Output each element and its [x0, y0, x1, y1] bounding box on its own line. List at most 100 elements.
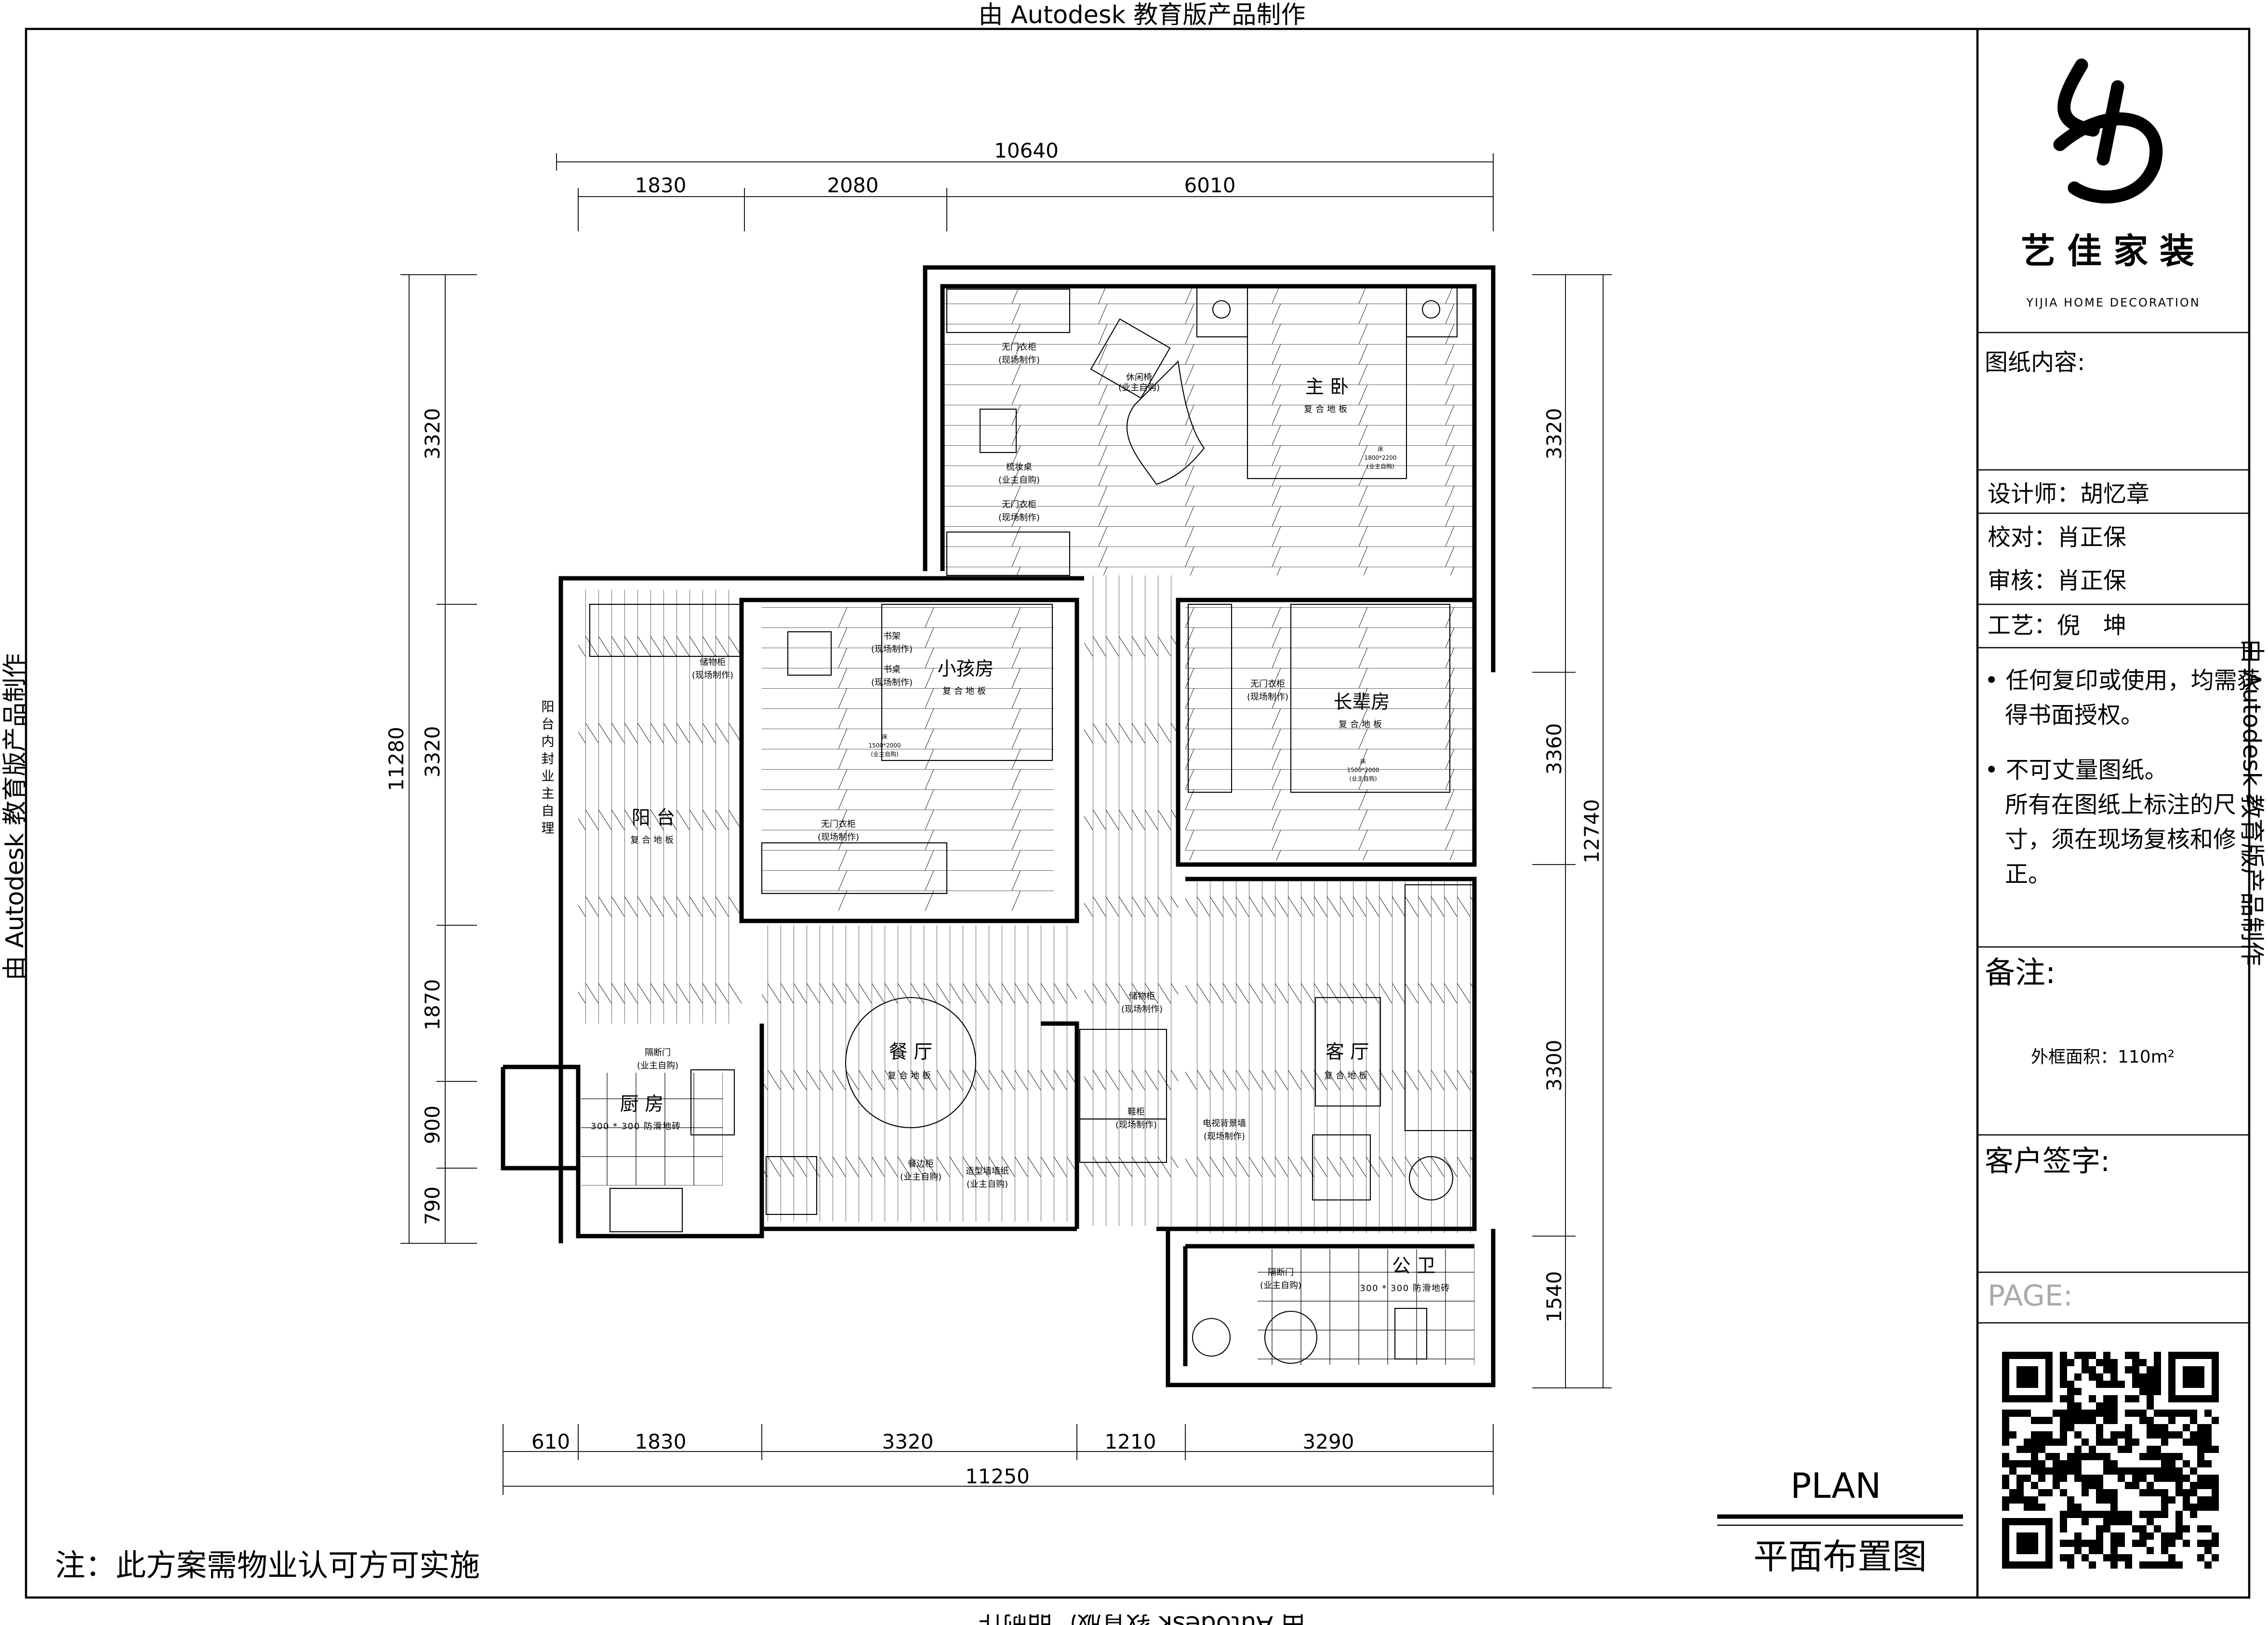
qr-module: [2212, 1475, 2219, 1482]
qr-module: [2161, 1561, 2168, 1569]
qr-module: [2204, 1496, 2212, 1504]
qr-module: [2002, 1424, 2009, 1431]
dimension-left: 11280 3320 3320 1870 900 790: [385, 274, 477, 1244]
qr-module: [2103, 1489, 2110, 1496]
shoe-cabinet: [1079, 1118, 1167, 1163]
wardrobe-master-bottom: [946, 531, 1071, 576]
qr-module: [2060, 1381, 2067, 1388]
qr-module: [2204, 1460, 2212, 1467]
notice-line: • 不可丈量图纸。: [1985, 757, 2168, 784]
qr-module: [2161, 1540, 2168, 1547]
washing-machine: [1264, 1310, 1318, 1364]
qr-module: [2197, 1424, 2204, 1431]
qr-module: [2038, 1475, 2045, 1482]
qr-module: [2190, 1467, 2197, 1475]
qr-module: [2060, 1417, 2067, 1424]
qr-module: [2045, 1431, 2053, 1439]
qr-module: [2125, 1561, 2132, 1569]
note: 书桌: [883, 665, 901, 675]
qr-module: [2161, 1547, 2168, 1554]
floor-hatching: [578, 286, 1474, 1365]
notice-line: 正。: [2005, 861, 2051, 888]
qr-module: [2103, 1410, 2110, 1417]
qr-module: [2103, 1381, 2110, 1388]
qr-module: [2161, 1410, 2168, 1417]
qr-module: [2154, 1561, 2161, 1569]
qr-module: [2168, 1453, 2175, 1460]
qr-module: [2045, 1417, 2053, 1424]
dim-top-3: 6010: [1184, 173, 1236, 197]
qr-module: [2060, 1366, 2067, 1373]
room-living: 客 厅: [1326, 1041, 1369, 1063]
qr-module: [2190, 1482, 2197, 1489]
qr-module: [2074, 1402, 2082, 1410]
qr-module: [2045, 1467, 2053, 1475]
qr-module: [2175, 1525, 2183, 1532]
client-signature-label: 客户签字:: [1985, 1145, 2110, 1178]
note: 鞋柜: [1127, 1107, 1145, 1117]
qr-module: [2103, 1496, 2110, 1504]
qr-module: [2197, 1446, 2204, 1453]
note: (现场制作): [818, 832, 859, 842]
qr-module: [2204, 1540, 2212, 1547]
qr-module: [2096, 1359, 2103, 1366]
qr-module: [2175, 1518, 2183, 1525]
qr-module: [2110, 1496, 2118, 1504]
dim-left-1: 3320: [421, 408, 444, 460]
qr-module: [2175, 1511, 2183, 1518]
qr-module: [2016, 1460, 2024, 1467]
qr-module: [2096, 1511, 2103, 1518]
qr-module: [2154, 1381, 2161, 1388]
note: (现场制作): [1115, 1120, 1157, 1130]
note: 电视背景墙: [1203, 1119, 1246, 1129]
qr-module: [2132, 1482, 2139, 1489]
qr-module: [2204, 1547, 2212, 1554]
qr-module: [2212, 1532, 2219, 1540]
qr-module: [2082, 1453, 2089, 1460]
note: (现场制作): [1121, 1004, 1163, 1014]
qr-module: [2074, 1352, 2082, 1359]
qr-module: [2212, 1446, 2219, 1453]
qr-module: [2082, 1417, 2089, 1424]
qr-module: [2125, 1511, 2132, 1518]
qr-module: [2118, 1532, 2125, 1540]
qr-module: [2168, 1532, 2175, 1540]
qr-module: [2002, 1417, 2009, 1424]
qr-module: [2060, 1431, 2067, 1439]
qr-module: [2074, 1417, 2082, 1424]
room-dining: 餐 厅: [889, 1041, 932, 1063]
qr-module: [2175, 1475, 2183, 1482]
dim-top-2: 2080: [827, 173, 879, 197]
qr-module: [2147, 1417, 2154, 1424]
brand-name-en: YIJIA HOME DECORATION: [2026, 296, 2201, 309]
dim-top-total: 10640: [994, 139, 1059, 162]
qr-module: [2060, 1511, 2067, 1518]
dim-left-5: 790: [421, 1186, 444, 1225]
qr-module: [2089, 1373, 2096, 1381]
qr-module: [2009, 1460, 2016, 1467]
kids-bed: [881, 603, 1053, 761]
qr-module: [2103, 1439, 2110, 1446]
note: 床: [1360, 758, 1366, 765]
dim-bottom-5: 3290: [1303, 1430, 1354, 1453]
notice-line: • 任何复印或使用，均需获: [1985, 667, 2260, 694]
qr-module: [2074, 1388, 2082, 1395]
qr-module: [2067, 1561, 2074, 1569]
qr-module: [2118, 1540, 2125, 1547]
qr-module: [2147, 1561, 2154, 1569]
qr-module: [2147, 1467, 2154, 1475]
qr-module: [2118, 1475, 2125, 1482]
qr-module: [2067, 1395, 2074, 1402]
qr-module: [2110, 1402, 2118, 1410]
qr-module: [2161, 1453, 2168, 1460]
qr-module: [2089, 1410, 2096, 1417]
qr-module: [2147, 1402, 2154, 1410]
qr-module: [2103, 1366, 2110, 1373]
dim-bottom-2: 1830: [635, 1430, 687, 1453]
dim-left-3: 1870: [421, 979, 444, 1031]
qr-module: [2016, 1489, 2024, 1496]
qr-module: [2016, 1475, 2024, 1482]
qr-module: [2139, 1410, 2147, 1417]
qr-module: [2045, 1489, 2053, 1496]
qr-module: [2132, 1525, 2139, 1532]
